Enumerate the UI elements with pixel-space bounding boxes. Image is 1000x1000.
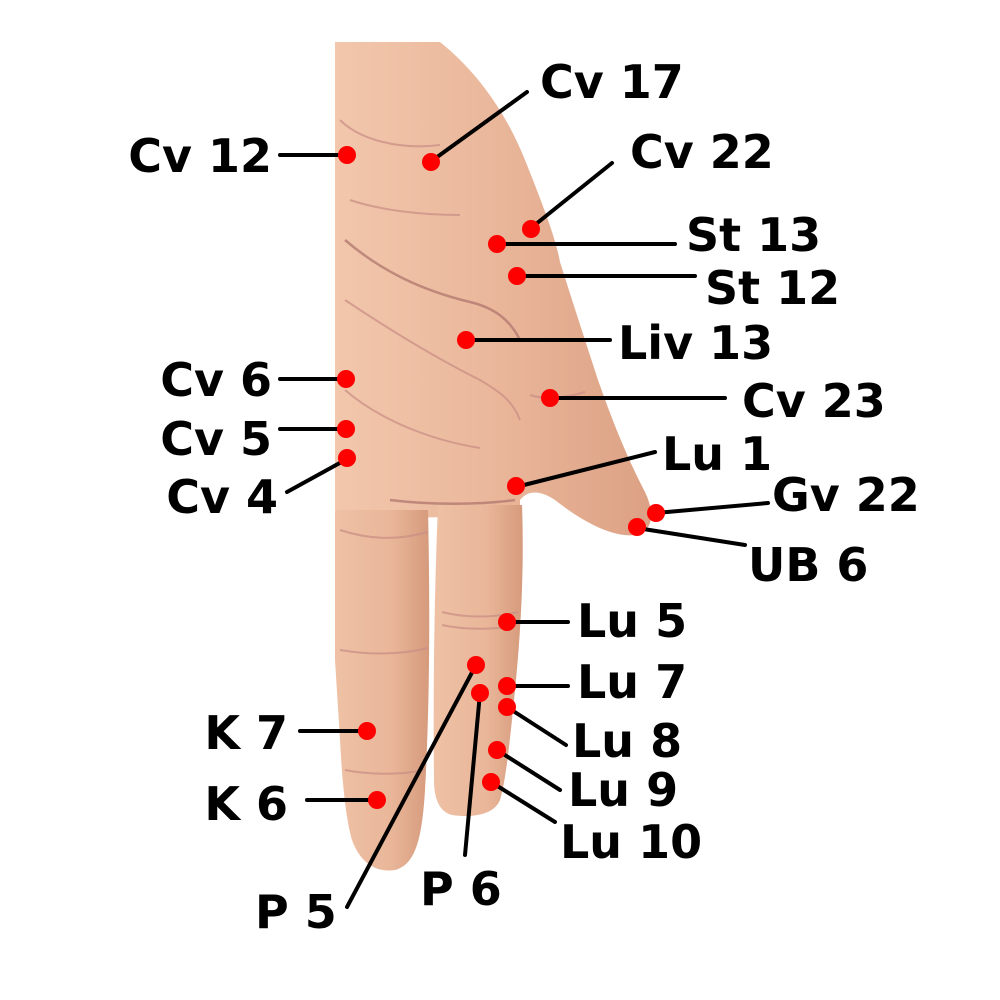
label-lu5: Lu 5 bbox=[577, 594, 687, 648]
label-p5: P 5 bbox=[255, 885, 337, 939]
point-cv22[interactable] bbox=[522, 220, 540, 238]
label-liv13: Liv 13 bbox=[618, 316, 773, 370]
point-cv4[interactable] bbox=[338, 449, 356, 467]
point-cv12[interactable] bbox=[338, 146, 356, 164]
point-gv22[interactable] bbox=[647, 504, 665, 522]
label-p6: P 6 bbox=[420, 862, 502, 916]
label-cv12: Cv 12 bbox=[128, 129, 272, 183]
label-cv23: Cv 23 bbox=[742, 374, 886, 428]
acupoint-markers bbox=[337, 146, 665, 809]
label-k7: K 7 bbox=[204, 706, 288, 760]
label-cv5: Cv 5 bbox=[160, 412, 272, 466]
point-st12[interactable] bbox=[508, 267, 526, 285]
point-lu5[interactable] bbox=[498, 613, 516, 631]
point-lu9[interactable] bbox=[488, 741, 506, 759]
leader-lu8 bbox=[505, 705, 568, 747]
label-gv22: Gv 22 bbox=[772, 468, 920, 522]
middle-finger-shape bbox=[335, 510, 430, 871]
point-cv6[interactable] bbox=[337, 370, 355, 388]
leader-lu1 bbox=[514, 450, 657, 489]
label-lu10: Lu 10 bbox=[560, 815, 702, 869]
point-cv17[interactable] bbox=[422, 153, 440, 171]
point-lu1[interactable] bbox=[507, 477, 525, 495]
point-lu7[interactable] bbox=[498, 677, 516, 695]
leader-cv17 bbox=[431, 90, 529, 162]
point-cv23[interactable] bbox=[541, 389, 559, 407]
label-cv6: Cv 6 bbox=[160, 353, 272, 407]
point-p6[interactable] bbox=[471, 684, 489, 702]
leader-cv22 bbox=[529, 161, 614, 230]
point-ub6[interactable] bbox=[628, 518, 646, 536]
label-ub6: UB 6 bbox=[748, 538, 868, 592]
label-lu1: Lu 1 bbox=[662, 427, 772, 481]
label-cv4: Cv 4 bbox=[166, 470, 278, 524]
point-st13[interactable] bbox=[488, 235, 506, 253]
label-st12: St 12 bbox=[705, 261, 840, 315]
leader-gv22 bbox=[654, 501, 770, 515]
label-cv17: Cv 17 bbox=[540, 55, 684, 109]
point-k7[interactable] bbox=[358, 722, 376, 740]
palm-shape bbox=[335, 42, 652, 536]
label-k6: K 6 bbox=[204, 777, 288, 831]
point-liv13[interactable] bbox=[457, 331, 475, 349]
point-lu8[interactable] bbox=[498, 698, 516, 716]
point-k6[interactable] bbox=[368, 791, 386, 809]
leader-ub6 bbox=[635, 526, 747, 547]
label-st13: St 13 bbox=[686, 208, 821, 262]
leader-cv4 bbox=[285, 457, 349, 494]
label-lu9: Lu 9 bbox=[568, 763, 678, 817]
label-cv22: Cv 22 bbox=[630, 125, 774, 179]
point-lu10[interactable] bbox=[482, 773, 500, 791]
leader-p5 bbox=[345, 663, 478, 909]
leader-lines bbox=[278, 90, 770, 909]
leader-p6 bbox=[463, 691, 482, 857]
leader-lu9 bbox=[495, 748, 562, 792]
acupoint-labels: Cv 17 Cv 12 Cv 22 St 13 St 12 Liv 13 Cv … bbox=[128, 55, 920, 939]
label-lu8: Lu 8 bbox=[572, 714, 682, 768]
hand-illustration bbox=[335, 42, 652, 871]
point-p5[interactable] bbox=[467, 656, 485, 674]
leader-lu10 bbox=[489, 780, 557, 824]
point-cv5[interactable] bbox=[337, 420, 355, 438]
label-lu7: Lu 7 bbox=[577, 655, 687, 709]
